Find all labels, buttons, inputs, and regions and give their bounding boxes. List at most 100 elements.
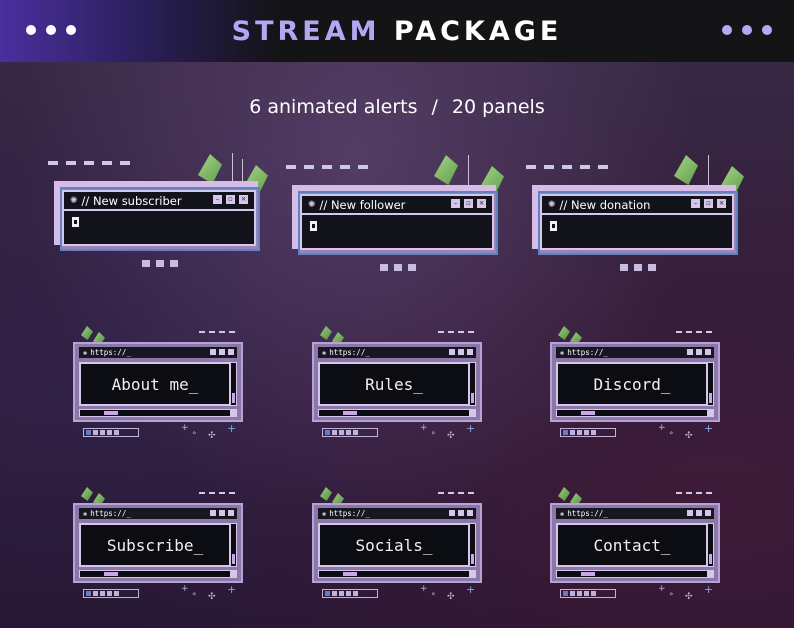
minimize-icon[interactable] [449, 349, 455, 355]
horizontal-scrollbar[interactable] [318, 570, 470, 578]
horizontal-scrollbar[interactable] [556, 409, 708, 417]
maximize-icon[interactable] [458, 510, 464, 516]
title-word-package: PACKAGE [393, 16, 563, 47]
gear-icon: ✺ [83, 509, 88, 518]
tab-strip [560, 428, 616, 437]
dash-decoration [438, 331, 478, 333]
sparkle-icon: + [704, 583, 714, 596]
alert-follower: ✺ // New follower – ▫ × [286, 155, 504, 271]
vertical-scrollbar[interactable] [469, 523, 476, 567]
leaf-icon [674, 155, 698, 185]
minimize-icon[interactable] [687, 510, 693, 516]
panel-window: ✺https://_ Socials_ [312, 503, 482, 583]
sparkle-icon: ✣ [685, 431, 693, 441]
panels-count: 20 panels [451, 96, 545, 118]
sparkle-icon: + [658, 584, 666, 594]
url-text: https://_ [567, 348, 608, 357]
resize-corner [707, 570, 714, 578]
cursor-icon [310, 221, 317, 231]
subtitle: 6 animated alerts/20 panels [0, 96, 794, 118]
url-bar[interactable]: ✺https://_ [79, 508, 237, 519]
minimize-icon[interactable]: – [213, 195, 222, 204]
url-bar[interactable]: ✺https://_ [318, 508, 476, 519]
plant-stem [232, 153, 233, 183]
vertical-scrollbar[interactable] [707, 362, 714, 406]
vertical-scrollbar[interactable] [230, 362, 237, 406]
alert-label: // New follower [319, 197, 406, 212]
maximize-icon[interactable] [458, 349, 464, 355]
close-icon[interactable] [705, 510, 711, 516]
close-icon[interactable] [705, 349, 711, 355]
maximize-icon[interactable]: ▫ [226, 195, 235, 204]
url-bar[interactable]: ✺https://_ [318, 347, 476, 358]
close-icon[interactable]: × [717, 199, 726, 208]
horizontal-scrollbar[interactable] [79, 409, 231, 417]
close-icon[interactable] [467, 349, 473, 355]
close-icon[interactable] [467, 510, 473, 516]
resize-corner [469, 409, 476, 417]
leaf-icon [558, 326, 570, 340]
cursor-icon [550, 221, 557, 231]
horizontal-scrollbar[interactable] [79, 570, 231, 578]
maximize-icon[interactable] [696, 510, 702, 516]
page-title: STREAM PACKAGE [0, 16, 794, 47]
sparkle-icon: ✣ [447, 431, 455, 441]
minimize-icon[interactable] [210, 349, 216, 355]
sparkle-icon: + [227, 583, 237, 596]
dash-decoration [438, 492, 478, 494]
maximize-icon[interactable]: ▫ [704, 199, 713, 208]
sparkle-icon: + [227, 422, 237, 435]
close-icon[interactable]: × [477, 199, 486, 208]
url-text: https://_ [90, 509, 131, 518]
maximize-icon[interactable] [219, 510, 225, 516]
gear-icon: ✺ [560, 509, 565, 518]
alert-window: ✺ // New follower – ▫ × [300, 194, 494, 250]
resize-corner [707, 409, 714, 417]
alert-subscriber: ✺ // New subscriber – ▫ × [48, 153, 268, 267]
gear-icon: ✺ [322, 348, 327, 357]
panel-socials: ✺https://_ Socials_ + ° ✣ + [312, 487, 482, 602]
maximize-icon[interactable]: ▫ [464, 199, 473, 208]
close-icon[interactable]: × [239, 195, 248, 204]
sparkle-icon: ✣ [208, 592, 216, 602]
alert-label: // New donation [559, 197, 651, 212]
vertical-scrollbar[interactable] [469, 362, 476, 406]
leaf-icon [434, 155, 458, 185]
gear-icon: ✺ [560, 348, 565, 357]
alert-window: ✺ // New subscriber – ▫ × [62, 190, 256, 246]
sparkle-icon: ° [669, 592, 674, 602]
sparkle-icon: + [181, 584, 189, 594]
minimize-icon[interactable] [210, 510, 216, 516]
minimize-icon[interactable] [449, 510, 455, 516]
alert-donation: ✺ // New donation – ▫ × [526, 155, 744, 271]
horizontal-scrollbar[interactable] [318, 409, 470, 417]
close-icon[interactable] [228, 510, 234, 516]
url-text: https://_ [567, 509, 608, 518]
dash-decoration [286, 165, 374, 169]
url-bar[interactable]: ✺https://_ [556, 347, 714, 358]
minimize-icon[interactable]: – [691, 199, 700, 208]
plant-stem [468, 155, 469, 185]
window-controls [449, 510, 473, 516]
url-bar[interactable]: ✺https://_ [79, 347, 237, 358]
maximize-icon[interactable] [696, 349, 702, 355]
maximize-icon[interactable] [219, 349, 225, 355]
dash-decoration [526, 165, 614, 169]
minimize-icon[interactable]: – [451, 199, 460, 208]
horizontal-scrollbar[interactable] [556, 570, 708, 578]
vertical-scrollbar[interactable] [707, 523, 714, 567]
panel-window: ✺https://_ Subscribe_ [73, 503, 243, 583]
alert-titlebar: ✺ // New follower – ▫ × [302, 196, 492, 215]
window-controls: – ▫ × [691, 199, 726, 208]
panel-about-me: ✺https://_ About me_ + ° ✣ + [73, 326, 243, 441]
close-icon[interactable] [228, 349, 234, 355]
leaf-icon [81, 487, 93, 501]
url-bar[interactable]: ✺https://_ [556, 508, 714, 519]
panel-rules: ✺https://_ Rules_ + ° ✣ + [312, 326, 482, 441]
window-controls [449, 349, 473, 355]
vertical-scrollbar[interactable] [230, 523, 237, 567]
window-controls: – ▫ × [451, 199, 486, 208]
panel-label: About me_ [79, 362, 231, 406]
dash-decoration [199, 492, 239, 494]
minimize-icon[interactable] [687, 349, 693, 355]
